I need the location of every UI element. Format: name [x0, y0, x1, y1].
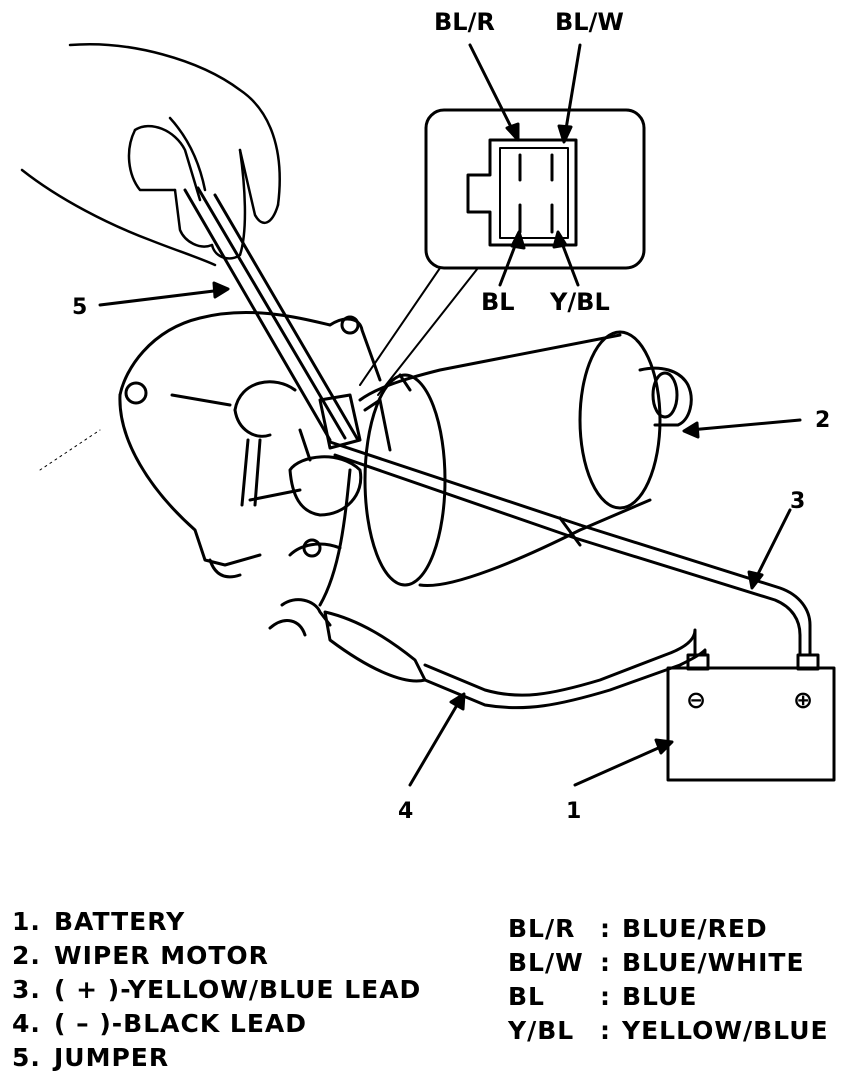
wire-code: Y/BL	[508, 1016, 575, 1045]
callout-3: 3	[790, 489, 805, 514]
motion-marks	[39, 429, 101, 471]
legend-number: 2.	[12, 941, 41, 970]
wire-code-row: BL : BLUE	[508, 980, 858, 1014]
positive-lead	[328, 440, 812, 657]
legend-label: ( + )-YELLOW/BLUE LEAD	[54, 975, 422, 1004]
callout-1: 1	[566, 799, 581, 824]
legend-item: 3. ( + )-YELLOW/BLUE LEAD	[12, 973, 452, 1007]
callout-arrows	[98, 281, 802, 787]
battery	[666, 653, 836, 782]
hand-illustration	[20, 43, 281, 267]
wire-code: BL	[508, 982, 545, 1011]
wire-code: BL/W	[508, 948, 584, 977]
wire-code: BL/R	[508, 914, 576, 943]
legend-item: 4. ( – )-BLACK LEAD	[12, 1007, 452, 1041]
legend-number: 3.	[12, 975, 41, 1004]
label-y-bl: Y/BL	[549, 288, 610, 316]
connector-inset	[359, 108, 646, 396]
wire-code-separator: :	[600, 1016, 611, 1045]
legend-number: 4.	[12, 1009, 41, 1038]
battery-positive-symbol: ⊕	[793, 686, 813, 714]
legend-item: 5. JUMPER	[12, 1041, 452, 1075]
parts-legend: 1. BATTERY 2. WIPER MOTOR 3. ( + )-YELLO…	[12, 905, 452, 1075]
legend-item: 2. WIPER MOTOR	[12, 939, 452, 973]
battery-negative-symbol: ⊖	[686, 686, 706, 714]
legend-label: ( – )-BLACK LEAD	[54, 1009, 307, 1038]
wire-code-separator: :	[600, 914, 611, 943]
callout-2: 2	[815, 408, 830, 433]
wire-code-separator: :	[600, 948, 611, 977]
legend-label: WIPER MOTOR	[54, 941, 269, 970]
wiper-motor-test-diagram: ⊖ ⊕ BL/R BL/W BL Y/BL 1 2 3 4 5	[20, 8, 836, 824]
callout-5: 5	[72, 295, 87, 320]
legend-item: 1. BATTERY	[12, 905, 452, 939]
wire-color-legend: BL/R : BLUE/RED BL/W : BLUE/WHITE BL : B…	[508, 912, 858, 1048]
legend-label: JUMPER	[54, 1043, 170, 1072]
wiper-motor	[118, 310, 693, 588]
wire-code-separator: :	[600, 982, 611, 1011]
wire-code-meaning: BLUE/WHITE	[622, 948, 805, 977]
connector-arrows	[468, 43, 582, 287]
label-bl-r: BL/R	[434, 8, 495, 36]
wire-code-row: BL/W : BLUE/WHITE	[508, 946, 858, 980]
label-bl-w: BL/W	[555, 8, 624, 36]
legend-number: 5.	[12, 1043, 41, 1072]
legend-number: 1.	[12, 907, 41, 936]
wire-code-meaning: BLUE/RED	[622, 914, 768, 943]
callout-4: 4	[398, 799, 413, 824]
wire-code-meaning: YELLOW/BLUE	[622, 1016, 829, 1045]
legend-label: BATTERY	[54, 907, 186, 936]
wire-code-row: BL/R : BLUE/RED	[508, 912, 858, 946]
wire-code-meaning: BLUE	[622, 982, 698, 1011]
wire-code-row: Y/BL : YELLOW/BLUE	[508, 1014, 858, 1048]
label-bl: BL	[481, 288, 515, 316]
